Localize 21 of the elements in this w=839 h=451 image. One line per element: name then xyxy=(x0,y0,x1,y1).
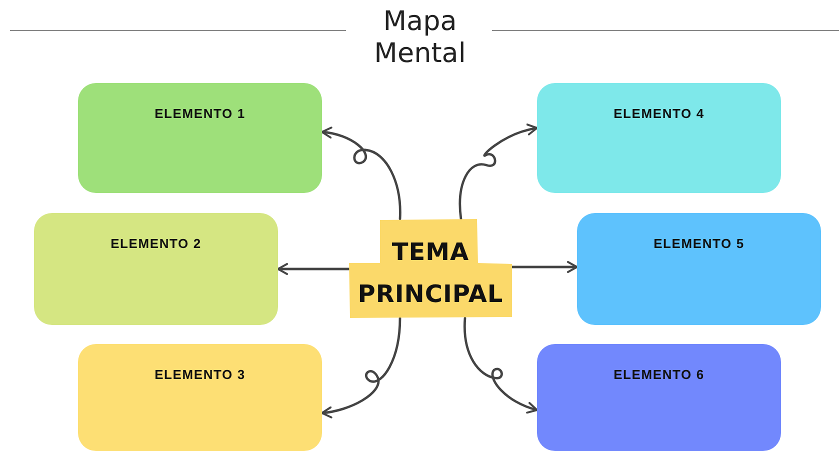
curly-arrow xyxy=(320,316,402,418)
element-box xyxy=(78,344,322,451)
element-label: ELEMENTO 3 xyxy=(154,367,246,382)
element-box xyxy=(34,213,278,325)
element-label: ELEMENTO 1 xyxy=(154,106,246,121)
element-box xyxy=(577,213,821,325)
topic-text: TEMA PRINCIPAL xyxy=(356,237,504,310)
curly-arrow xyxy=(320,127,402,220)
element-box xyxy=(78,83,322,193)
curly-arrow xyxy=(510,261,578,273)
title: Mapa Mental xyxy=(373,6,467,70)
element-label: ELEMENTO 6 xyxy=(614,367,704,382)
curly-arrow xyxy=(458,124,538,220)
element-box xyxy=(537,83,781,193)
curly-arrow xyxy=(463,316,538,414)
topic-box xyxy=(349,219,512,318)
element-label: ELEMENTO 2 xyxy=(110,236,202,251)
curly-arrow xyxy=(276,263,350,275)
element-label: ELEMENTO 4 xyxy=(614,106,704,121)
element-box xyxy=(537,344,781,451)
element-label: ELEMENTO 5 xyxy=(654,236,744,251)
